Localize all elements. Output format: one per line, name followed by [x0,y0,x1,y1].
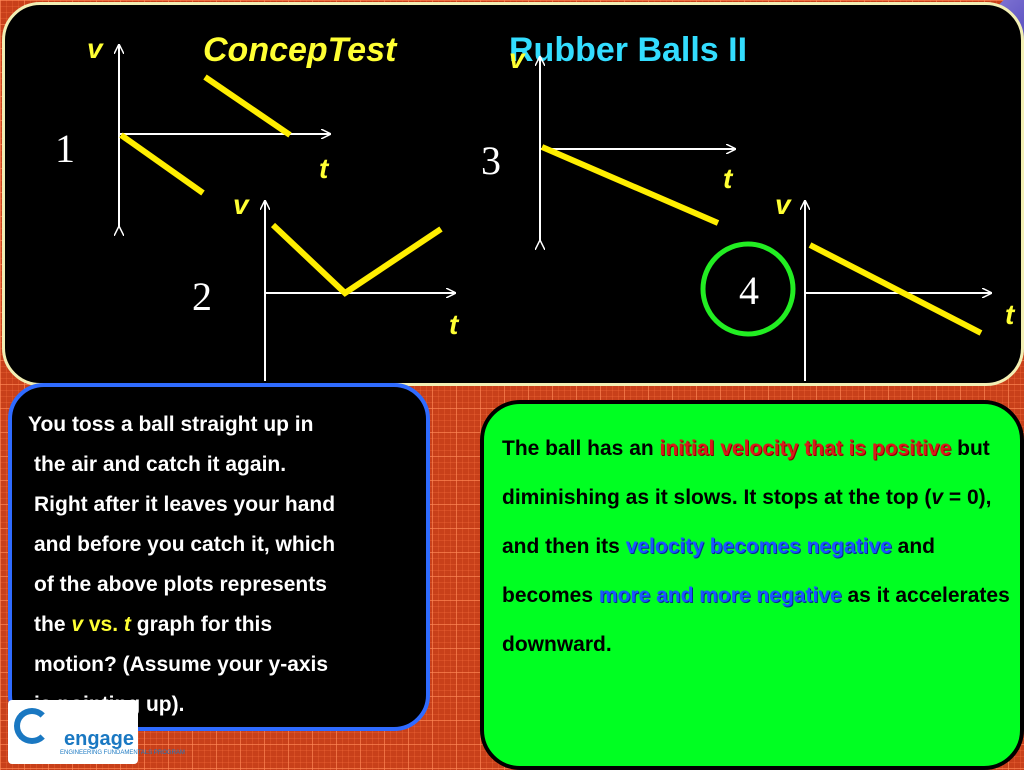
plot-1-number: 1 [55,126,75,171]
answer-text-3: = 0), and then its [502,486,992,558]
plot-1-segment-a [119,132,205,196]
plot-2-number: 2 [192,274,212,319]
plot-1-v-label: v [87,33,103,64]
logo-name: engage [64,728,135,750]
plot-3-graph-line [540,144,720,226]
plot-3-number: 3 [481,138,501,183]
plot-2-t-label: t [449,309,459,340]
answer-highlight-more-negative: more and more negative [598,584,842,607]
answer-box: The ball has an initial velocity that is… [480,400,1024,770]
answer-v-var: v [931,486,944,509]
answer-text-1: The ball has an [502,437,660,460]
title-topic: Rubber Balls II [509,31,748,69]
title-conceptest: ConcepTest [203,31,397,69]
question-line-2: the air and catch it again. [34,453,287,476]
plot-1-segment-b [203,74,292,138]
logo-swoosh-icon [14,708,50,744]
engage-logo: engage ENGINEERING FUNDAMENTALS PROGRAM [8,700,185,764]
plot-2 [265,201,455,381]
plot-2-v-label: v [233,189,249,220]
answer-text-5: as it accelerates downward. [502,584,1010,656]
question-line-6: the v vs. t graph for this [34,605,412,645]
plot-4-number: 4 [739,268,759,313]
plot-4-graph-line [808,242,983,336]
question-line-5: of the above plots represents [34,573,327,596]
velocity-time-graphs [5,5,1021,381]
question-line-7: motion? (Assume your y-axis [34,653,329,676]
question-the: the [34,613,72,636]
answer-circle [700,241,796,337]
plot-3-t-label: t [723,163,733,194]
question-line-1: You toss a ball straight up in [28,413,314,436]
question-graph-text: graph for this [130,613,273,636]
answer-highlight-negative: velocity becomes negative [625,535,892,558]
slide-title: ConcepTest Rubber Balls II [5,31,1021,75]
answer-text-4: and becomes [502,535,935,607]
plot-4-t-label: t [1005,299,1015,330]
plot-3 [540,57,735,241]
question-line-4: and before you catch it, which [34,533,336,556]
plot-1 [119,45,330,227]
question-line-3: Right after it leaves your hand [34,493,336,516]
question-v-var: v [71,613,84,636]
logo-subtitle: ENGINEERING FUNDAMENTALS PROGRAM [60,750,185,756]
question-t-var: t [123,613,131,636]
question-box: You toss a ball straight up in the air a… [8,383,430,731]
answer-highlight-positive: initial velocity that is positive [659,437,952,460]
question-vs: vs. [83,613,124,636]
answer-text-2: but diminishing as it slows. It stops at… [502,437,990,509]
plot-3-v-label: v [509,43,525,74]
graphs-panel: ConcepTest Rubber Balls II [2,2,1024,386]
plot-1-t-label: t [319,153,329,184]
plot-4 [700,201,991,381]
plot-4-v-label: v [775,189,791,220]
plot-2-graph-line [270,222,443,297]
